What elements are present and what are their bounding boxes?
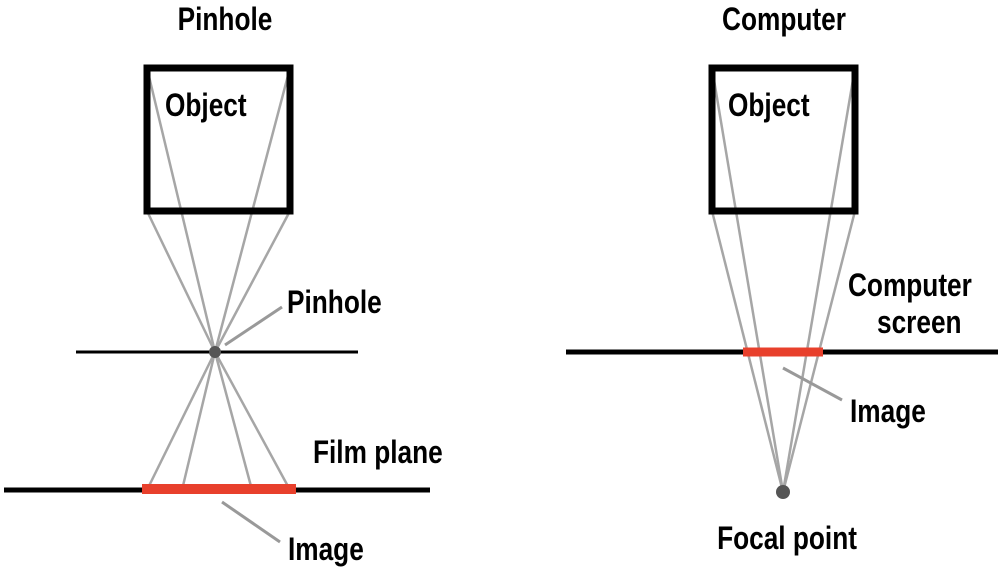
pinhole-rays <box>145 67 292 491</box>
ray <box>180 351 217 491</box>
pinhole-label: Pinhole <box>287 286 382 321</box>
ray <box>213 351 254 491</box>
pinhole-image-leader-line <box>221 500 281 544</box>
computer-screen-label-line1: Computer <box>848 269 972 304</box>
pinhole-object-box <box>143 64 294 215</box>
pinhole-point <box>209 346 221 358</box>
computer-panel: Computer Object Computer screen Image Fo… <box>566 3 998 557</box>
computer-screen-label-line2: screen <box>877 306 962 341</box>
pinhole-object-label: Object <box>165 89 247 124</box>
computer-rays <box>710 67 857 493</box>
film-plane-label: Film plane <box>313 436 443 471</box>
computer-image-leader-line <box>782 366 843 402</box>
computer-image-label: Image <box>850 395 926 430</box>
pinhole-panel-title: Pinhole <box>178 3 273 38</box>
ray <box>145 210 217 353</box>
ray <box>145 351 217 491</box>
computer-object-box <box>708 64 859 215</box>
computer-object-label: Object <box>728 89 810 124</box>
ray <box>213 351 292 491</box>
focal-point <box>776 485 790 499</box>
focal-point-label: Focal point <box>717 522 857 557</box>
ray <box>213 210 292 353</box>
ray <box>710 67 785 493</box>
ray <box>781 67 857 493</box>
computer-panel-title: Computer <box>722 3 846 38</box>
pinhole-panel: Pinhole Object Pinhole Film plane Image <box>4 3 443 568</box>
pinhole-image-label: Image <box>288 533 364 568</box>
pinhole-leader-line <box>224 305 283 347</box>
